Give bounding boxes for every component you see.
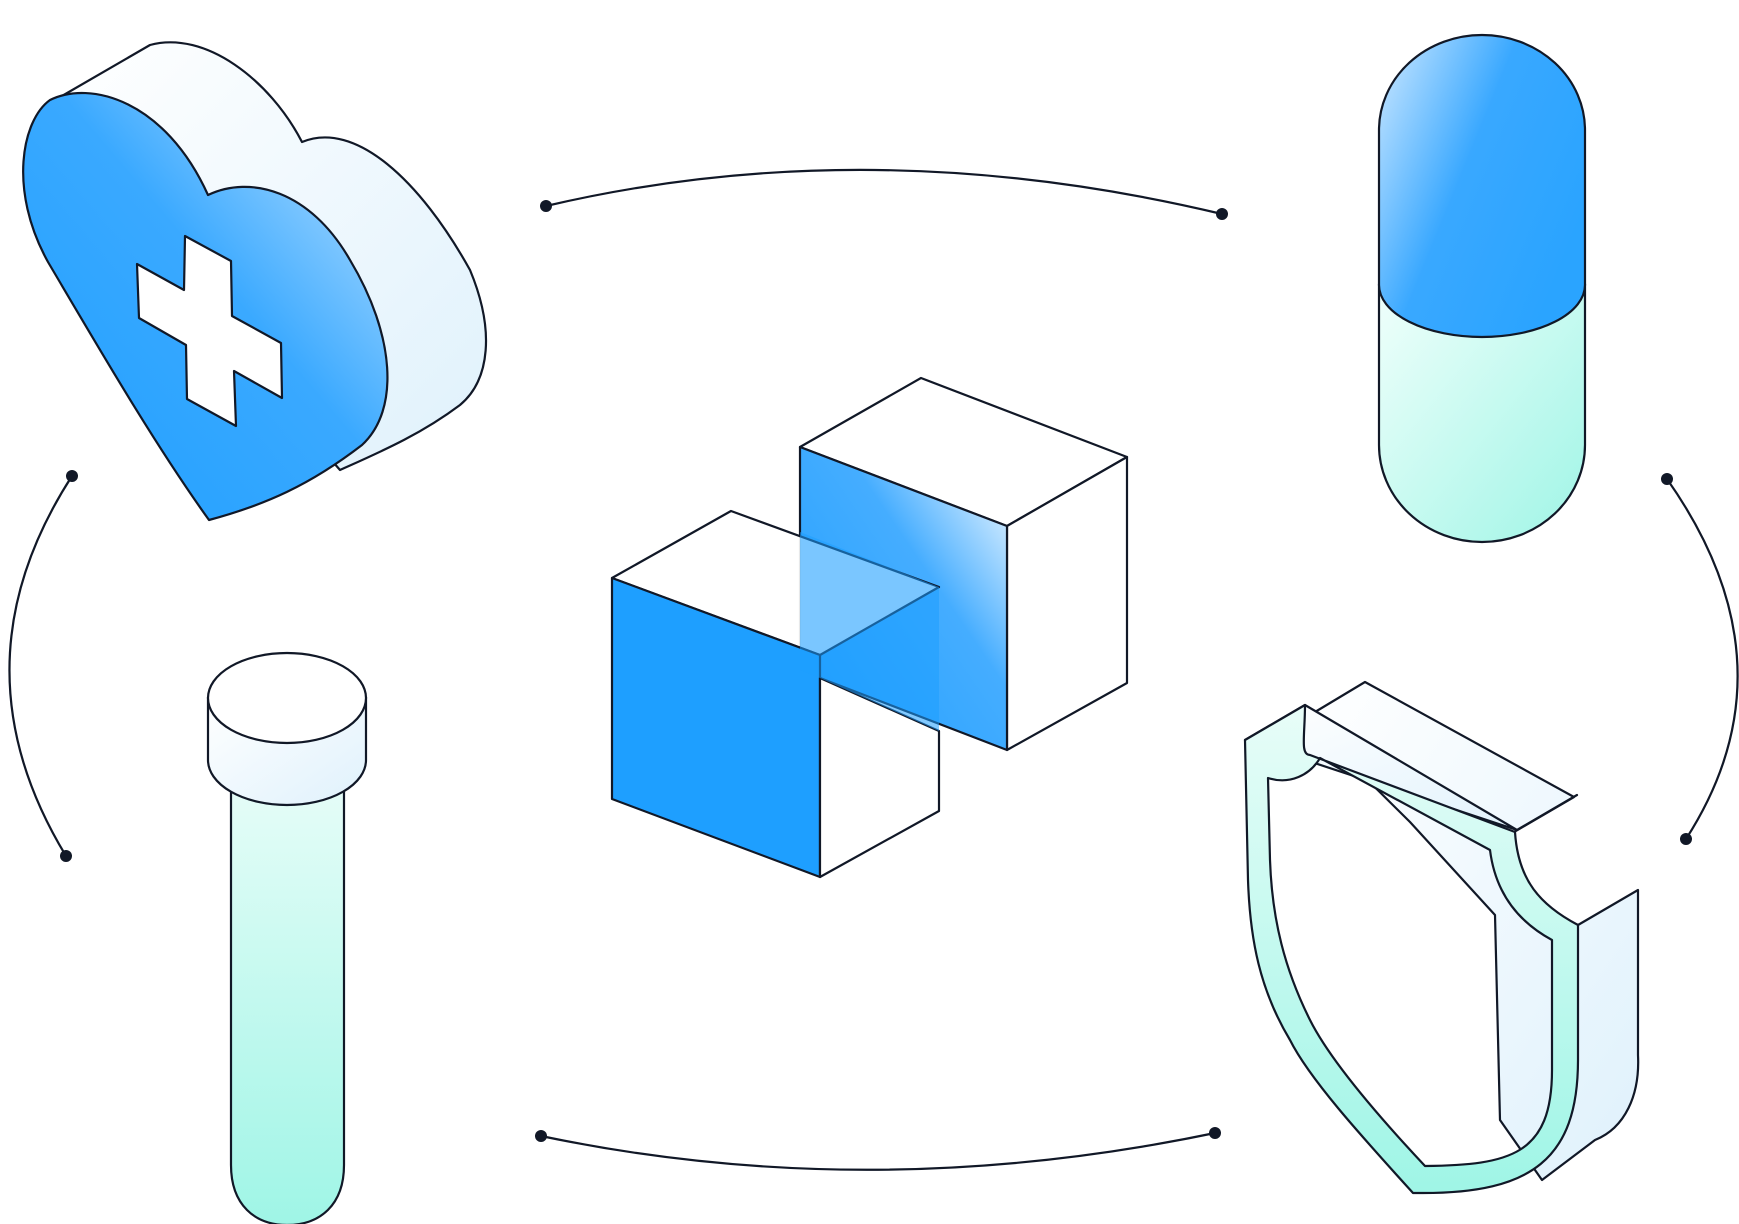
connector-dot [540, 200, 552, 212]
connector-arc-right [1665, 477, 1739, 841]
tube-body [229, 768, 346, 1224]
shield-front-rim [1243, 703, 1580, 1195]
shield-icon [1243, 680, 1640, 1195]
connector-dot [66, 470, 78, 482]
connector-dots [60, 200, 1692, 1142]
heart-cross-icon [22, 41, 488, 522]
cube-overlap-shade [800, 532, 939, 731]
connector-dot [1209, 1127, 1221, 1139]
interlocked-cubes-icon [610, 376, 1129, 879]
test-tube-icon [206, 651, 368, 1224]
connector-dot [1661, 473, 1673, 485]
heart-cross-cutout [135, 234, 284, 428]
connector-arcs [8, 168, 1739, 1171]
connector-dot [60, 850, 72, 862]
capsule-bottom-half [1377, 283, 1587, 544]
connector-dot [1216, 208, 1228, 220]
capsule-top-half [1377, 33, 1587, 339]
connector-dot [535, 1130, 547, 1142]
tube-cap-top [206, 651, 368, 745]
capsule-icon [1377, 33, 1587, 544]
connector-arc-top [544, 168, 1224, 216]
connector-dot [1680, 833, 1692, 845]
connector-arc-left [8, 474, 74, 858]
connector-arc-bottom [539, 1131, 1217, 1171]
